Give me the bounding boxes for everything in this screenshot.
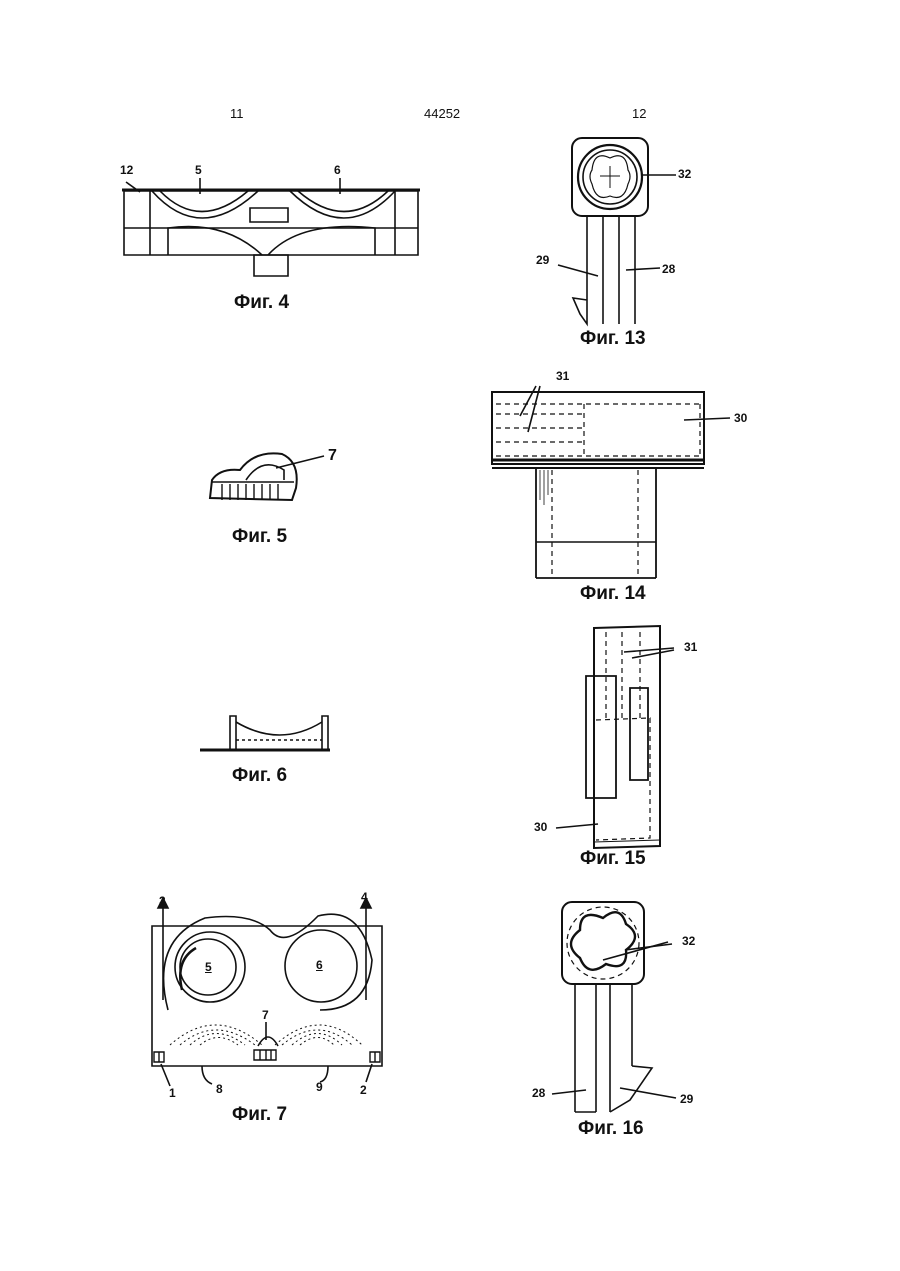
- fig16-drawing: [552, 902, 676, 1112]
- fig4-drawing: [122, 178, 420, 276]
- fig7-drawing: [152, 898, 382, 1086]
- fig16-caption: Фиг. 16: [578, 1118, 644, 1140]
- fig13-label-29: 29: [536, 253, 549, 267]
- fig14-drawing: [492, 386, 730, 578]
- fig4-label-12: 12: [120, 163, 133, 177]
- fig15-label-31: 31: [684, 640, 697, 654]
- fig14-label-31: 31: [556, 369, 569, 383]
- fig13-drawing: [558, 138, 676, 324]
- fig7-label-9: 9: [316, 1080, 323, 1094]
- fig15-drawing: [556, 626, 674, 848]
- fig16-label-28: 28: [532, 1086, 545, 1100]
- fig7-label-6: 6: [316, 958, 323, 972]
- fig7-label-5: 5: [205, 960, 212, 974]
- fig14-caption: Фиг. 14: [580, 583, 646, 605]
- fig4-caption: Фиг. 4: [234, 292, 289, 314]
- fig16-label-29: 29: [680, 1092, 693, 1106]
- fig7-label-3: 3: [159, 894, 166, 908]
- fig7-caption: Фиг. 7: [232, 1104, 287, 1126]
- fig6-caption: Фиг. 6: [232, 765, 287, 787]
- fig5-caption: Фиг. 5: [232, 526, 287, 548]
- fig16-label-32: 32: [682, 934, 695, 948]
- fig5-label-7: 7: [328, 447, 337, 465]
- fig13-label-32: 32: [678, 167, 691, 181]
- fig15-caption: Фиг. 15: [580, 848, 646, 870]
- fig7-label-2: 2: [360, 1083, 367, 1097]
- fig7-label-4: 4: [361, 890, 368, 904]
- fig13-label-28: 28: [662, 262, 675, 276]
- fig6-drawing: [200, 716, 330, 750]
- fig4-label-5: 5: [195, 163, 202, 177]
- fig7-label-7: 7: [262, 1008, 269, 1022]
- fig7-label-1: 1: [169, 1086, 176, 1100]
- fig7-label-8: 8: [216, 1082, 223, 1096]
- fig5-drawing: [210, 453, 324, 500]
- fig4-label-6: 6: [334, 163, 341, 177]
- fig15-label-30: 30: [534, 820, 547, 834]
- fig14-label-30: 30: [734, 411, 747, 425]
- fig13-caption: Фиг. 13: [580, 328, 646, 350]
